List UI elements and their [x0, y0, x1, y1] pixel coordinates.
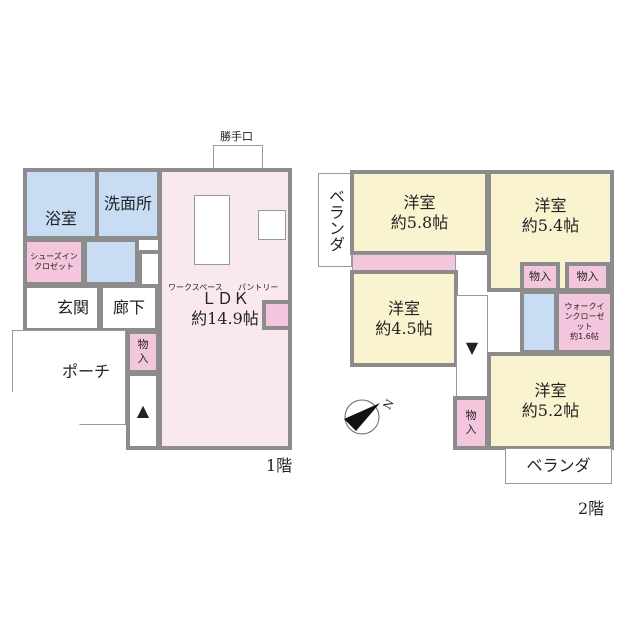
porch-label: ポーチ	[62, 362, 111, 381]
shoe-closet: シューズインクロゼット	[23, 238, 85, 286]
compass-icon	[344, 399, 380, 435]
veranda-left: ベランダ	[318, 173, 352, 267]
room-a-size: 約5.8帖	[390, 212, 449, 232]
veranda-left-label: ベランダ	[326, 188, 345, 252]
wic-label: ウォークインクローゼット	[564, 302, 605, 331]
kitchen-island	[194, 195, 230, 265]
room-d-label: 洋室	[534, 381, 567, 400]
toilet-2f	[520, 290, 558, 354]
wic-size: 約1.6帖	[570, 332, 599, 341]
pantry-label: パントリー	[238, 283, 279, 292]
room-a-label: 洋室	[403, 192, 436, 212]
stove	[258, 210, 286, 240]
room-d-size: 約5.2帖	[521, 401, 580, 420]
room-c-size: 約4.5帖	[375, 318, 433, 338]
bath-label: 浴室	[44, 209, 77, 228]
ldk-size: 約14.9帖	[191, 309, 259, 328]
washroom-label: 洗面所	[103, 194, 152, 213]
storage-2f-1: 物入	[520, 262, 560, 292]
entrance: 玄関	[23, 284, 101, 332]
storage-1f: 物入	[126, 330, 160, 374]
floor1-label: 1階	[266, 456, 293, 475]
room-c-label: 洋室	[387, 298, 420, 318]
stairs-2f: ▼	[456, 295, 488, 400]
washroom: 洗面所	[95, 168, 161, 240]
room-b-label: 洋室	[534, 196, 567, 215]
room-5-2: 洋室約5.2帖	[487, 352, 614, 450]
hallway-label: 廊下	[112, 298, 145, 317]
veranda-bottom: ベランダ	[505, 448, 612, 484]
veranda-bottom-label: ベランダ	[526, 456, 591, 475]
workspace-label: ワークスペース	[168, 283, 223, 292]
shoe-closet-label: シューズインクロゼット	[30, 252, 78, 271]
floor2-label: 2階	[578, 499, 605, 518]
hallway: 廊下	[99, 284, 159, 332]
storage-1f-label: 物入	[137, 338, 149, 365]
ldk-label: ＬＤＫ	[200, 289, 249, 308]
walk-in-closet: ウォークインクローゼット約1.6帖	[555, 290, 614, 354]
toilet-1f	[83, 238, 139, 286]
storage2-label: 物入	[576, 270, 599, 284]
room-5-8: 洋室約5.8帖	[350, 170, 489, 255]
storage-2f-2: 物入	[565, 262, 610, 292]
storage1-label: 物入	[529, 270, 551, 284]
storage-2f-3: 物入	[453, 396, 489, 450]
storage3-label: 物入	[465, 409, 477, 436]
back-door-label: 勝手口	[220, 130, 253, 143]
stairs-1f: ▲	[126, 372, 160, 450]
room-b-size: 約5.4帖	[521, 216, 580, 235]
room-4-5: 洋室約4.5帖	[350, 270, 458, 367]
pantry	[262, 300, 292, 330]
entrance-label: 玄関	[56, 298, 89, 317]
bathroom: 浴室	[23, 168, 99, 240]
